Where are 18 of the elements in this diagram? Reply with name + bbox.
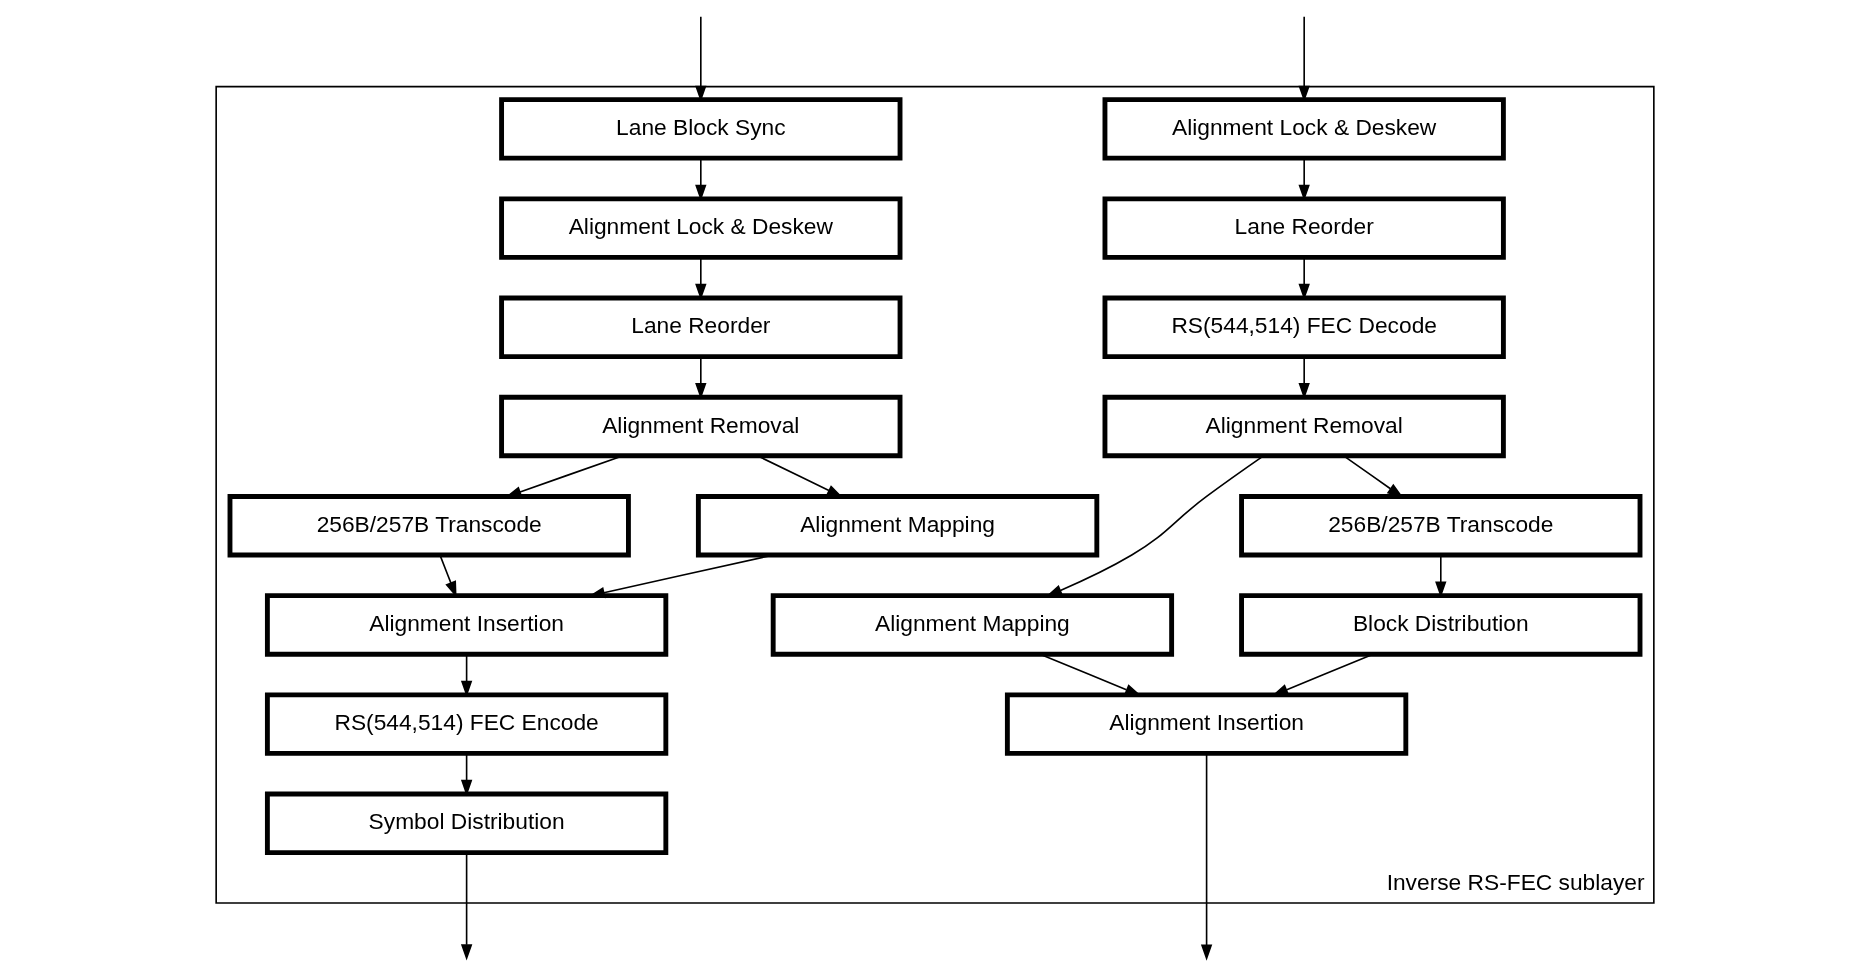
node-box: 256B/257B Transcode — [1239, 493, 1643, 557]
node-box: Alignment Lock & Deskew — [1102, 96, 1506, 161]
node-box: Alignment Insertion — [1004, 691, 1409, 756]
node-box: Alignment Insertion — [264, 592, 669, 657]
node-box: Lane Reorder — [1102, 195, 1506, 260]
node-box: Alignment Mapping — [770, 592, 1175, 657]
node-box: RS(544,514) FEC Encode — [264, 691, 669, 756]
node-box: Alignment Removal — [499, 394, 903, 458]
node-box: Block Distribution — [1239, 592, 1643, 657]
node-box: Symbol Distribution — [264, 791, 669, 855]
arrow — [1200, 752, 1213, 961]
node-box: Lane Block Sync — [499, 96, 903, 161]
node-box: Lane Reorder — [499, 295, 903, 359]
node-box: RS(544,514) FEC Decode — [1102, 295, 1506, 359]
node-box: 256B/257B Transcode — [227, 493, 631, 557]
node-box: Alignment Lock & Deskew — [499, 195, 903, 260]
node-box: Alignment Removal — [1102, 394, 1506, 458]
node-box: Alignment Mapping — [695, 493, 1100, 557]
